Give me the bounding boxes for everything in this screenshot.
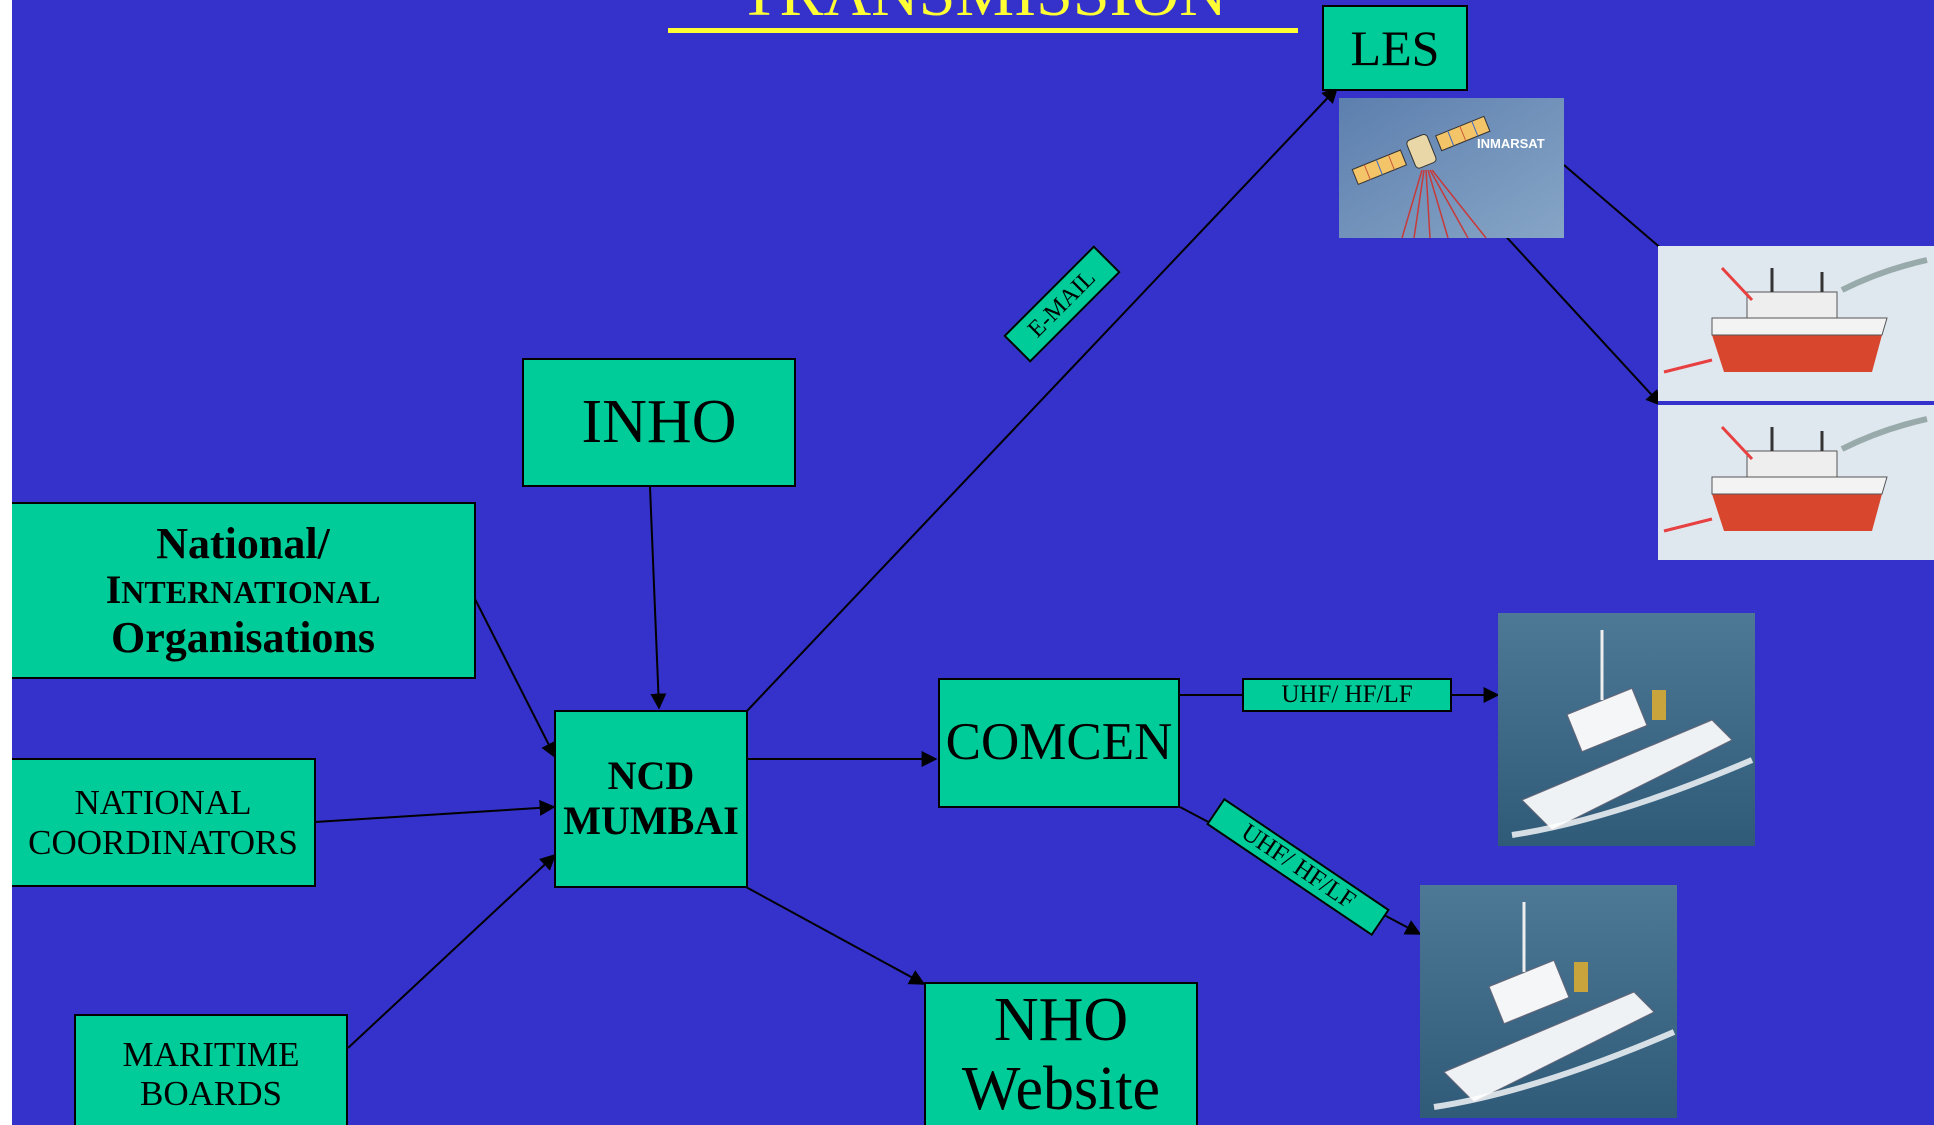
organisations-line3: Organisations	[110, 612, 376, 662]
organisations-line2: INTERNATIONAL	[105, 567, 381, 613]
ncd-line2: MUMBAI	[563, 798, 739, 843]
ship-photo-lower	[1420, 885, 1677, 1118]
nho-line1: NHO	[993, 986, 1129, 1054]
arrow-inho-to-ncd	[649, 486, 667, 710]
maritime-line2: BOARDS	[140, 1074, 282, 1113]
organisations-line1: National/	[156, 518, 330, 568]
national-coordinators-box: NATIONAL COORDINATORS	[12, 758, 316, 887]
organisations-box: National/ INTERNATIONAL Organisations	[12, 502, 476, 679]
organisations-line2-rest: NTERNATIONAL	[121, 574, 381, 611]
arrow-organisations-to-ncd	[473, 596, 556, 759]
arrow-coordinators-to-ncd	[314, 799, 556, 823]
ship-image-top-b	[1658, 405, 1934, 560]
ncd-mumbai-box: NCD MUMBAI	[554, 710, 748, 888]
arrow-ncd-to-nho	[745, 886, 926, 985]
nho-line2: Website	[961, 1055, 1161, 1124]
arrow-ncd-to-les	[745, 86, 1339, 713]
slide-title: TRANSMISSION	[668, 0, 1298, 33]
inho-box: INHO	[522, 358, 796, 487]
comcen-label: COMCEN	[945, 713, 1173, 772]
maritime-boards-box: MARITIME BOARDS	[74, 1014, 348, 1125]
nho-website-box: NHO Website	[924, 982, 1198, 1125]
organisations-line2-cap: I	[105, 567, 122, 613]
coordinators-line1: NATIONAL	[74, 783, 252, 823]
comcen-box: COMCEN	[938, 678, 1180, 808]
arrow-satellite-to-ship-b	[1499, 229, 1663, 407]
ship-image-top-a	[1658, 246, 1934, 401]
diagram-slide: TRANSMISSION	[12, 0, 1934, 1125]
uhf-upper-text: UHF/ HF/LF	[1281, 681, 1413, 708]
inmarsat-label: INMARSAT	[1477, 136, 1545, 151]
ncd-line1: NCD	[607, 753, 695, 799]
les-label: LES	[1350, 20, 1440, 76]
inho-label: INHO	[581, 387, 737, 456]
uhf-label-upper: UHF/ HF/LF	[1242, 678, 1452, 712]
ship-photo-upper	[1498, 613, 1755, 846]
maritime-line1: MARITIME	[122, 1034, 300, 1074]
les-box: LES	[1322, 5, 1468, 91]
arrow-maritime-to-ncd	[347, 853, 557, 1049]
inmarsat-satellite-image: INMARSAT	[1339, 98, 1564, 239]
coordinators-line2: COORDINATORS	[28, 822, 298, 862]
connector-layer: INMARSAT	[314, 86, 1934, 1118]
